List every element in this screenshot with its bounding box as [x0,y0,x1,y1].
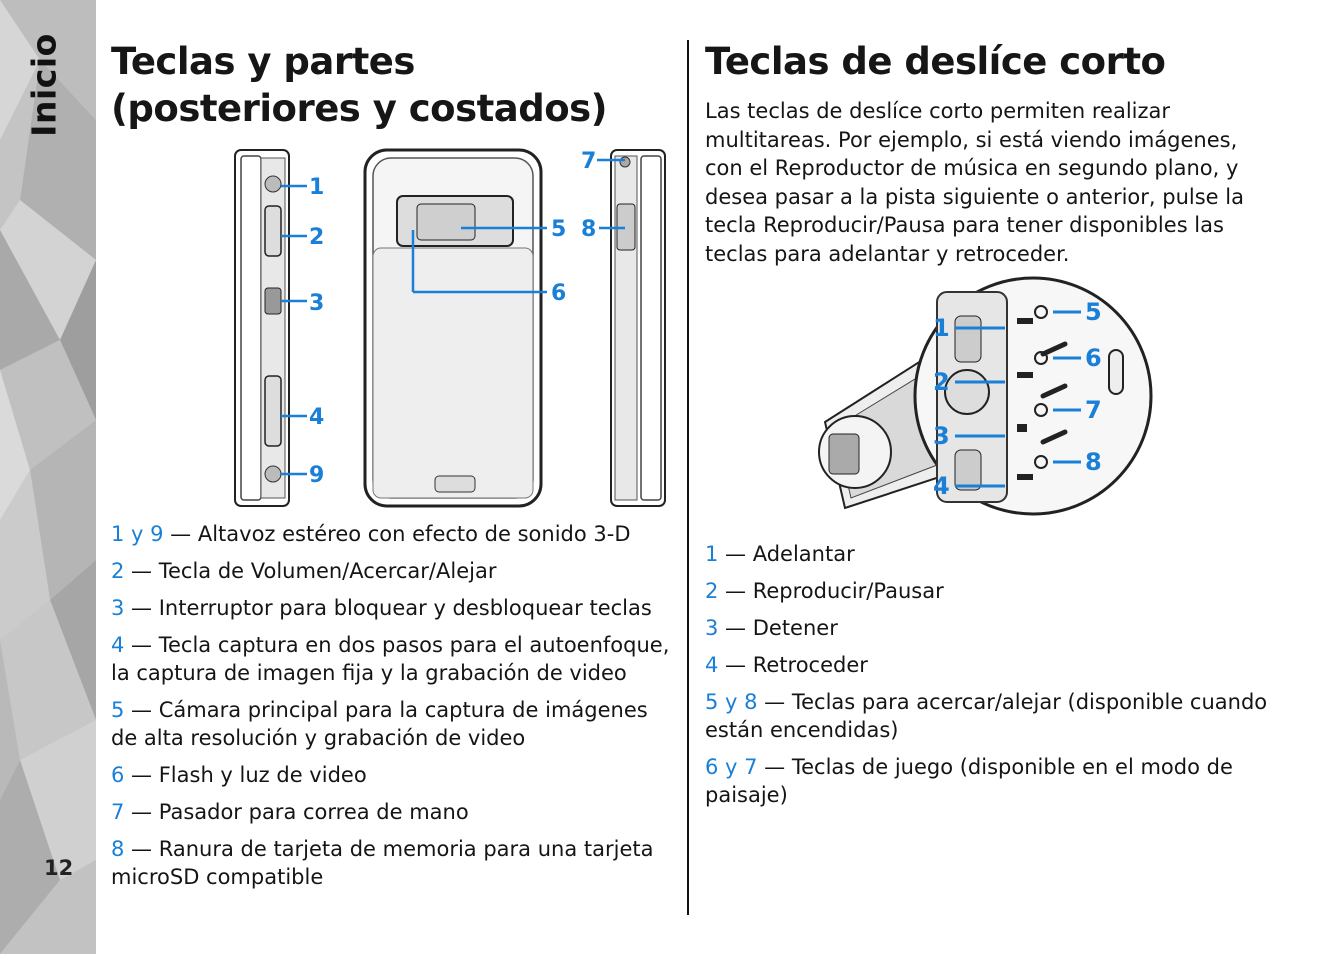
fig2-label-8: 8 [1085,448,1102,476]
phone-back-sides-figure: 1 2 3 4 9 5 6 7 8 [111,148,671,510]
item-key: 1 y 9 [111,522,164,546]
item-text: — Interruptor para bloquear y desbloquea… [124,596,652,620]
item-key: 4 [111,633,125,657]
list-item: 2 — Reproducir/Pausar [705,577,1275,605]
item-key: 3 [705,616,719,640]
fig2-label-2: 2 [933,368,950,396]
item-text: — Ranura de tarjeta de memoria para una … [111,837,654,889]
right-column: Teclas de deslíce corto Las teclas de de… [705,38,1275,818]
item-text: — Tecla de Volumen/Acercar/Alejar [124,559,497,583]
fig2-label-5: 5 [1085,298,1102,326]
list-item: 6 y 7 — Teclas de juego (disponible en e… [705,753,1275,809]
list-item: 1 — Adelantar [705,540,1275,568]
fig2-label-3: 3 [933,422,950,450]
phone-illustration: 1 2 3 4 9 5 6 7 8 [234,148,666,508]
fig-label-9: 9 [309,463,324,488]
list-item: 3 — Interruptor para bloquear y desbloqu… [111,594,671,622]
section-tab: Inicio [14,30,74,140]
fig-label-3: 3 [309,291,324,316]
item-key: 5 y 8 [705,690,758,714]
item-key: 8 [111,837,125,861]
section-title: Inicio [24,33,64,137]
fig-label-1: 1 [309,175,324,200]
item-text: — Reproducir/Pausar [718,579,944,603]
decorative-pattern [0,0,96,954]
slide-keys-illustration: 1 2 3 4 5 6 7 8 [818,276,1153,516]
list-item: 6 — Flash y luz de video [111,761,671,789]
fig2-label-4: 4 [933,472,950,500]
item-key: 2 [705,579,719,603]
left-item-list: 1 y 9 — Altavoz estéreo con efecto de so… [111,520,671,891]
list-item: 5 — Cámara principal para la captura de … [111,696,671,752]
column-divider [687,40,689,915]
item-key: 4 [705,653,719,677]
item-text: — Tecla captura en dos pasos para el aut… [111,633,670,685]
item-key: 2 [111,559,125,583]
fig-label-4: 4 [309,405,324,430]
fig2-label-6: 6 [1085,344,1102,372]
list-item: 3 — Detener [705,614,1275,642]
list-item: 8 — Ranura de tarjeta de memoria para un… [111,835,671,891]
fig-label-8: 8 [581,217,596,242]
item-text: — Teclas para acercar/alejar (disponible… [705,690,1268,742]
item-key: 7 [111,800,125,824]
item-key: 3 [111,596,125,620]
fig-label-5: 5 [551,217,566,242]
item-text: — Pasador para correa de mano [124,800,469,824]
left-heading: Teclas y partes (posteriores y costados) [111,40,608,130]
fig-label-7: 7 [581,149,596,174]
list-item: 7 — Pasador para correa de mano [111,798,671,826]
fig-label-6: 6 [551,281,566,306]
right-heading: Teclas de deslíce corto [705,40,1166,83]
item-key: 1 [705,542,719,566]
left-column: Teclas y partes (posteriores y costados) [111,38,671,900]
intro-paragraph: Las teclas de deslíce corto permiten rea… [705,99,1244,266]
list-item: 1 y 9 — Altavoz estéreo con efecto de so… [111,520,671,548]
item-text: — Altavoz estéreo con efecto de sonido 3… [163,522,631,546]
fig2-label-1: 1 [933,314,950,342]
list-item: 2 — Tecla de Volumen/Acercar/Alejar [111,557,671,585]
item-key: 5 [111,698,125,722]
item-key: 6 [111,763,125,787]
page-number: 12 [44,856,74,880]
list-item: 4 — Tecla captura en dos pasos para el a… [111,631,671,687]
fig2-label-7: 7 [1085,396,1102,424]
right-item-list: 1 — Adelantar 2 — Reproducir/Pausar 3 — … [705,540,1275,809]
list-item: 5 y 8 — Teclas para acercar/alejar (disp… [705,688,1275,744]
side-strip [0,0,96,954]
item-text: — Adelantar [718,542,855,566]
item-text: — Retroceder [718,653,868,677]
item-text: — Flash y luz de video [124,763,367,787]
item-text: — Cámara principal para la captura de im… [111,698,648,750]
list-item: 4 — Retroceder [705,651,1275,679]
item-text: — Teclas de juego (disponible en el modo… [705,755,1233,807]
fig-label-2: 2 [309,225,324,250]
item-text: — Detener [718,616,838,640]
slide-keys-figure: 1 2 3 4 5 6 7 8 [705,272,1275,520]
item-key: 6 y 7 [705,755,758,779]
